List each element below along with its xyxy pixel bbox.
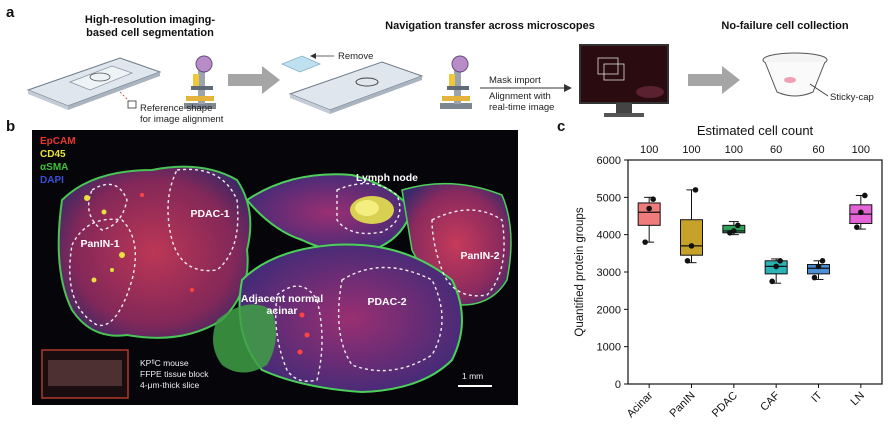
box-panin bbox=[680, 219, 703, 256]
x-tick-label: PDAC bbox=[710, 390, 740, 420]
step1-ref-label: Reference shape for image alignment bbox=[140, 103, 280, 125]
step2-title: Navigation transfer across microscopes bbox=[385, 20, 595, 32]
data-point bbox=[684, 258, 691, 264]
x-tick-label: LN bbox=[849, 390, 867, 408]
step1-title: High-resolution imaging- based cell segm… bbox=[55, 14, 245, 40]
label-lymph: Lymph node bbox=[355, 172, 419, 184]
y-tick-label: 4000 bbox=[597, 230, 621, 242]
legend-epcam: EpCAM bbox=[40, 136, 76, 147]
label-panin1: PanIN-1 bbox=[80, 238, 120, 250]
box-acinar bbox=[637, 202, 661, 226]
y-tick-label: 0 bbox=[615, 379, 621, 391]
alignment-label: Alignment with real-time image bbox=[489, 91, 554, 113]
x-tick-label: CAF bbox=[758, 389, 782, 413]
micrograph-image bbox=[41, 165, 512, 399]
step1-ref-line1: Reference shape bbox=[140, 103, 213, 114]
data-point bbox=[650, 196, 656, 202]
top-axis-value: 100 bbox=[852, 144, 870, 156]
label-panin2: PanIN-2 bbox=[460, 250, 500, 262]
data-point bbox=[858, 209, 864, 216]
data-point bbox=[692, 187, 699, 193]
data-point bbox=[777, 258, 783, 264]
sticky-cap-icon bbox=[762, 52, 829, 97]
remove-label: Remove bbox=[338, 51, 374, 62]
data-point bbox=[688, 243, 695, 249]
y-tick-label: 5000 bbox=[597, 192, 621, 204]
mask-import-label: Mask import bbox=[489, 75, 541, 86]
top-axis-value: 60 bbox=[812, 144, 824, 156]
legend-cd45: CD45 bbox=[40, 149, 66, 160]
label-pdac1: PDAC-1 bbox=[190, 208, 230, 220]
mask-arrow-head-icon bbox=[564, 84, 572, 92]
label-adjacent: Adjacent normal acinar bbox=[232, 293, 332, 317]
alignment-line1: Alignment with bbox=[489, 91, 551, 102]
step1-ref-line2: for image alignment bbox=[140, 114, 224, 125]
step3-title: No-failure cell collection bbox=[721, 20, 849, 32]
glass-slide-1-icon bbox=[26, 57, 162, 110]
data-point bbox=[642, 239, 648, 245]
top-axis-value: 100 bbox=[725, 144, 743, 156]
glass-slide-2-icon bbox=[288, 61, 424, 114]
y-tick-label: 2000 bbox=[597, 304, 621, 316]
top-axis-title: Estimated cell count bbox=[697, 123, 814, 138]
plot-frame bbox=[627, 159, 883, 385]
data-point bbox=[735, 222, 741, 229]
monitor-icon bbox=[579, 44, 669, 117]
tissue-micrograph: EpCAM CD45 αSMA DAPI PDAC-1 PanIN-1 Lymp… bbox=[32, 130, 518, 405]
x-tick-label: IT bbox=[809, 389, 825, 405]
panel-b-letter: b bbox=[6, 118, 16, 135]
step1-title-line2: based cell segmentation bbox=[86, 27, 214, 39]
scale-bar-label: 1 mm bbox=[462, 371, 484, 381]
data-point bbox=[646, 205, 652, 212]
reference-shape-icon bbox=[119, 91, 137, 109]
label-adjacent-line1: Adjacent normal bbox=[240, 293, 324, 305]
sticky-cap-label: Sticky-cap bbox=[830, 92, 874, 103]
data-point bbox=[731, 228, 737, 234]
data-point bbox=[815, 263, 822, 270]
mouse-info-line1: KPᶠˡC mouse bbox=[140, 358, 189, 368]
step1-title-line1: High-resolution imaging- bbox=[84, 14, 216, 26]
panel-c-letter: c bbox=[557, 118, 566, 135]
y-tick-label: 3000 bbox=[597, 267, 621, 279]
mouse-info-line2: FFPE tissue block bbox=[140, 369, 209, 379]
panel-a-letter: a bbox=[6, 4, 15, 21]
data-point bbox=[854, 224, 860, 230]
mouse-info: KPᶠˡC mouse FFPE tissue block 4-μm-thick… bbox=[140, 358, 209, 391]
microscope-2-icon bbox=[440, 55, 472, 109]
label-adjacent-line2: acinar bbox=[266, 305, 298, 317]
alignment-line2: real-time image bbox=[489, 102, 555, 113]
label-pdac2: PDAC-2 bbox=[367, 296, 407, 308]
data-point bbox=[769, 278, 775, 285]
mouse-info-line3: 4-μm-thick slice bbox=[140, 380, 200, 390]
data-point bbox=[862, 192, 868, 199]
top-axis-value: 100 bbox=[682, 144, 700, 156]
top-axis-value: 60 bbox=[770, 144, 782, 156]
data-point bbox=[811, 274, 818, 281]
y-tick-label: 6000 bbox=[597, 155, 621, 167]
x-tick-label: PanIN bbox=[668, 390, 698, 420]
microscope-1-icon bbox=[184, 55, 216, 109]
removed-membrane-icon bbox=[280, 53, 334, 73]
panel-a-illustration bbox=[26, 44, 829, 117]
data-point bbox=[773, 263, 779, 270]
top-axis-value: 100 bbox=[640, 144, 658, 156]
y-tick-label: 1000 bbox=[597, 342, 621, 354]
x-tick-label: Acinar bbox=[625, 389, 656, 420]
data-point bbox=[819, 258, 826, 264]
y-axis-title: Quantified protein groups bbox=[574, 207, 586, 336]
legend-asma: αSMA bbox=[40, 162, 69, 173]
arrow-1-icon bbox=[228, 66, 280, 94]
arrow-2-icon bbox=[688, 66, 740, 94]
legend-dapi: DAPI bbox=[40, 175, 64, 186]
